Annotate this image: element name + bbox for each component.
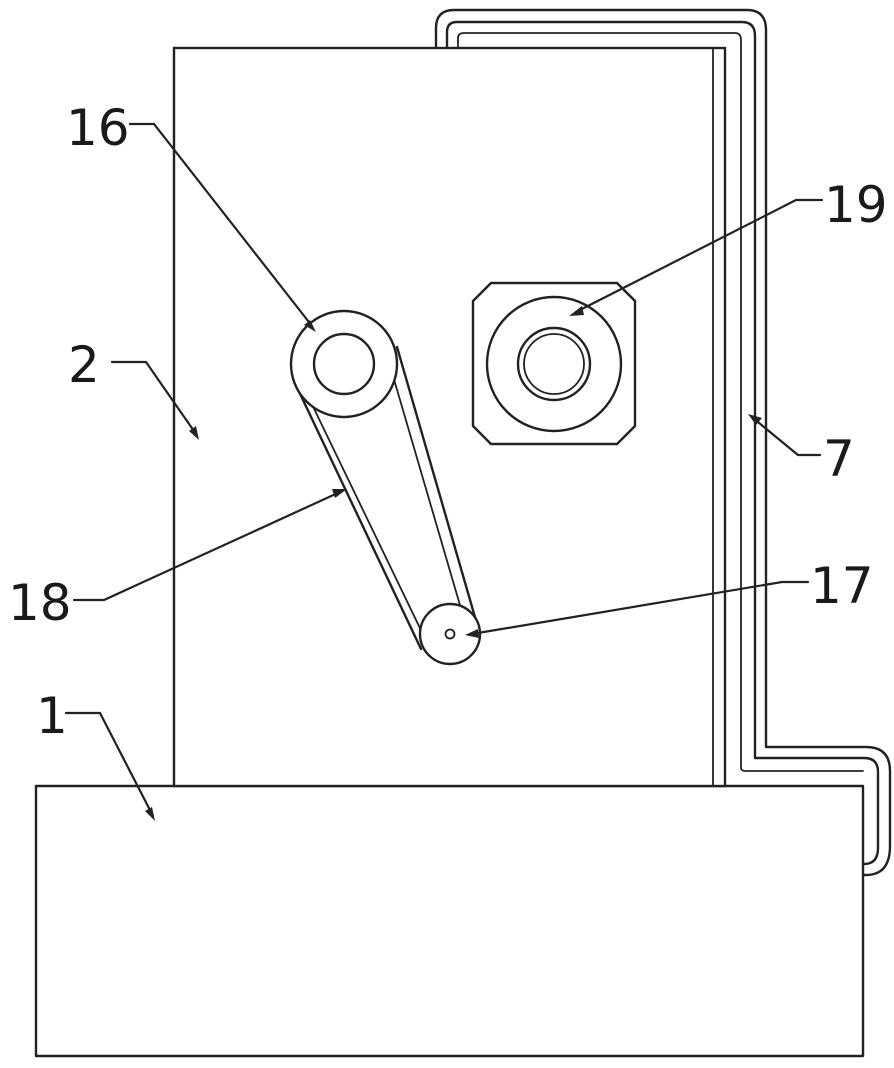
arrow-1 [145, 807, 155, 821]
arrow-19 [569, 306, 584, 316]
leader-1 [64, 711, 154, 816]
arrow-7 [748, 414, 762, 425]
arrow-2 [189, 426, 199, 440]
leader-19 [574, 198, 824, 314]
pipe-outer [434, 8, 892, 877]
upper-pulley-hub [312, 332, 376, 396]
callout-17: 17 [810, 557, 874, 615]
callout-18: 18 [8, 574, 72, 632]
callout-7: 7 [823, 430, 855, 488]
motor-housing-ring [485, 295, 623, 433]
motor-shaft-outer [516, 326, 592, 402]
belt-outer-right [395, 345, 481, 633]
callout-1: 1 [36, 687, 68, 745]
arrow-16 [304, 320, 316, 332]
leader-7 [751, 416, 822, 457]
base-block [34, 784, 865, 1058]
lower-pulley [418, 602, 482, 666]
belt-outer-left [292, 379, 423, 651]
callout-19: 19 [824, 176, 888, 234]
leader-17 [470, 580, 810, 636]
callout-16: 16 [66, 99, 130, 157]
motor-mount-plate [471, 281, 637, 446]
lower-pulley-axle [444, 628, 456, 640]
pipe-channel [457, 32, 864, 772]
pipe-inner [445, 20, 880, 866]
arrow-17 [465, 629, 479, 638]
upper-pulley-rim [289, 309, 399, 419]
motor-shaft-inner [523, 333, 585, 395]
leader-2 [110, 360, 198, 436]
belt [292, 345, 481, 652]
belt-inner-right [385, 351, 470, 637]
belt-inner-left [305, 391, 432, 652]
housing-panel [172, 46, 727, 788]
callout-2: 2 [68, 336, 100, 394]
leader-18 [72, 490, 342, 602]
arrow-18 [332, 489, 347, 498]
leader-16 [128, 122, 314, 328]
